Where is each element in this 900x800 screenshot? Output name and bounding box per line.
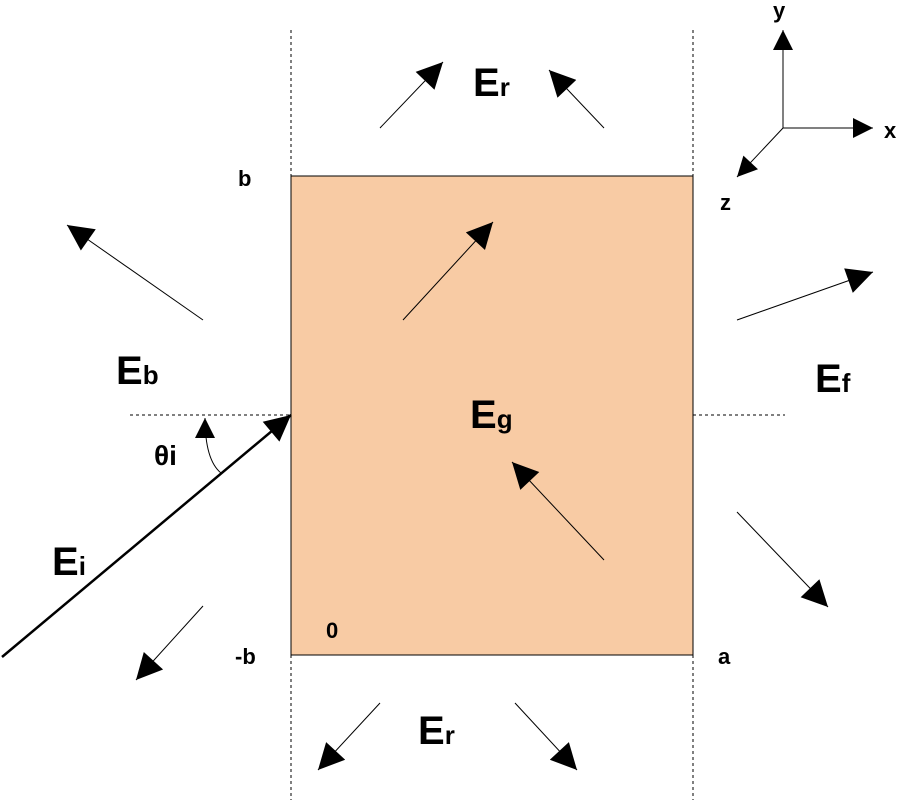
axis-z bbox=[736, 127, 784, 178]
arrow-incident bbox=[1, 414, 292, 658]
label-minus-b: -b bbox=[235, 644, 256, 669]
arrow-forward-down bbox=[736, 511, 829, 608]
label-eg: Eg bbox=[470, 393, 513, 437]
arrow-forward-up bbox=[736, 268, 874, 321]
arrow-reflected-top-left bbox=[379, 61, 444, 129]
theta-arc bbox=[195, 417, 222, 474]
arrow-reflected-bottom-left bbox=[317, 702, 381, 771]
label-zero: 0 bbox=[326, 618, 338, 643]
label-theta-i: θi bbox=[154, 440, 177, 471]
label-er-top: Er bbox=[473, 61, 510, 105]
arrow-guided-up bbox=[402, 221, 494, 321]
slab bbox=[290, 175, 694, 656]
label-b: b bbox=[238, 166, 251, 191]
arrow-reflected-top-right bbox=[548, 69, 605, 129]
label-axis-y: y bbox=[773, 0, 786, 23]
arrow-reflected-bottom-right bbox=[514, 702, 578, 771]
arrow-backward bbox=[66, 224, 204, 321]
arrow-guided-back bbox=[511, 461, 605, 561]
label-a: a bbox=[718, 644, 731, 669]
label-er-bottom: Er bbox=[418, 709, 455, 753]
label-ei: Ei bbox=[52, 540, 86, 584]
label-axis-x: x bbox=[884, 118, 897, 143]
label-eb: Eb bbox=[116, 349, 159, 393]
label-axis-z: z bbox=[720, 190, 731, 215]
arrow-backward-down bbox=[135, 605, 204, 681]
label-ef: Ef bbox=[815, 357, 851, 401]
